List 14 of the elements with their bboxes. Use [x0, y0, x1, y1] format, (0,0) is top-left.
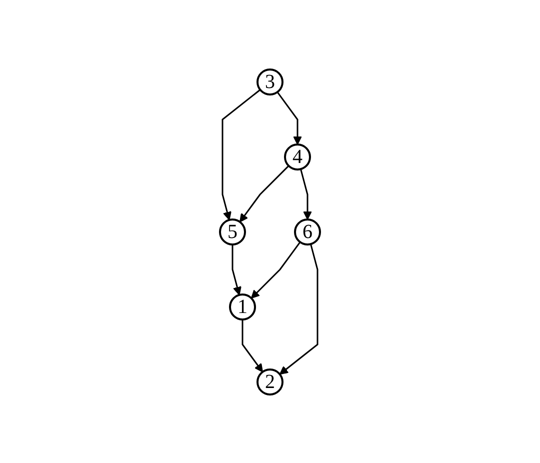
arrow: [276, 91, 302, 144]
node-circle: 5: [219, 218, 246, 245]
arrow: [222, 88, 261, 220]
arrow: [242, 319, 263, 372]
node-circle: 1: [229, 293, 256, 320]
node-circle: 3: [256, 68, 284, 95]
arrow: [250, 241, 301, 298]
arrow: [240, 164, 290, 222]
node-circle: 6: [294, 218, 321, 245]
arrow: [300, 168, 312, 220]
arrow: [232, 244, 242, 295]
node-circle: 4: [284, 143, 311, 170]
arrow: [279, 243, 318, 374]
node-circle: 2: [256, 368, 284, 395]
